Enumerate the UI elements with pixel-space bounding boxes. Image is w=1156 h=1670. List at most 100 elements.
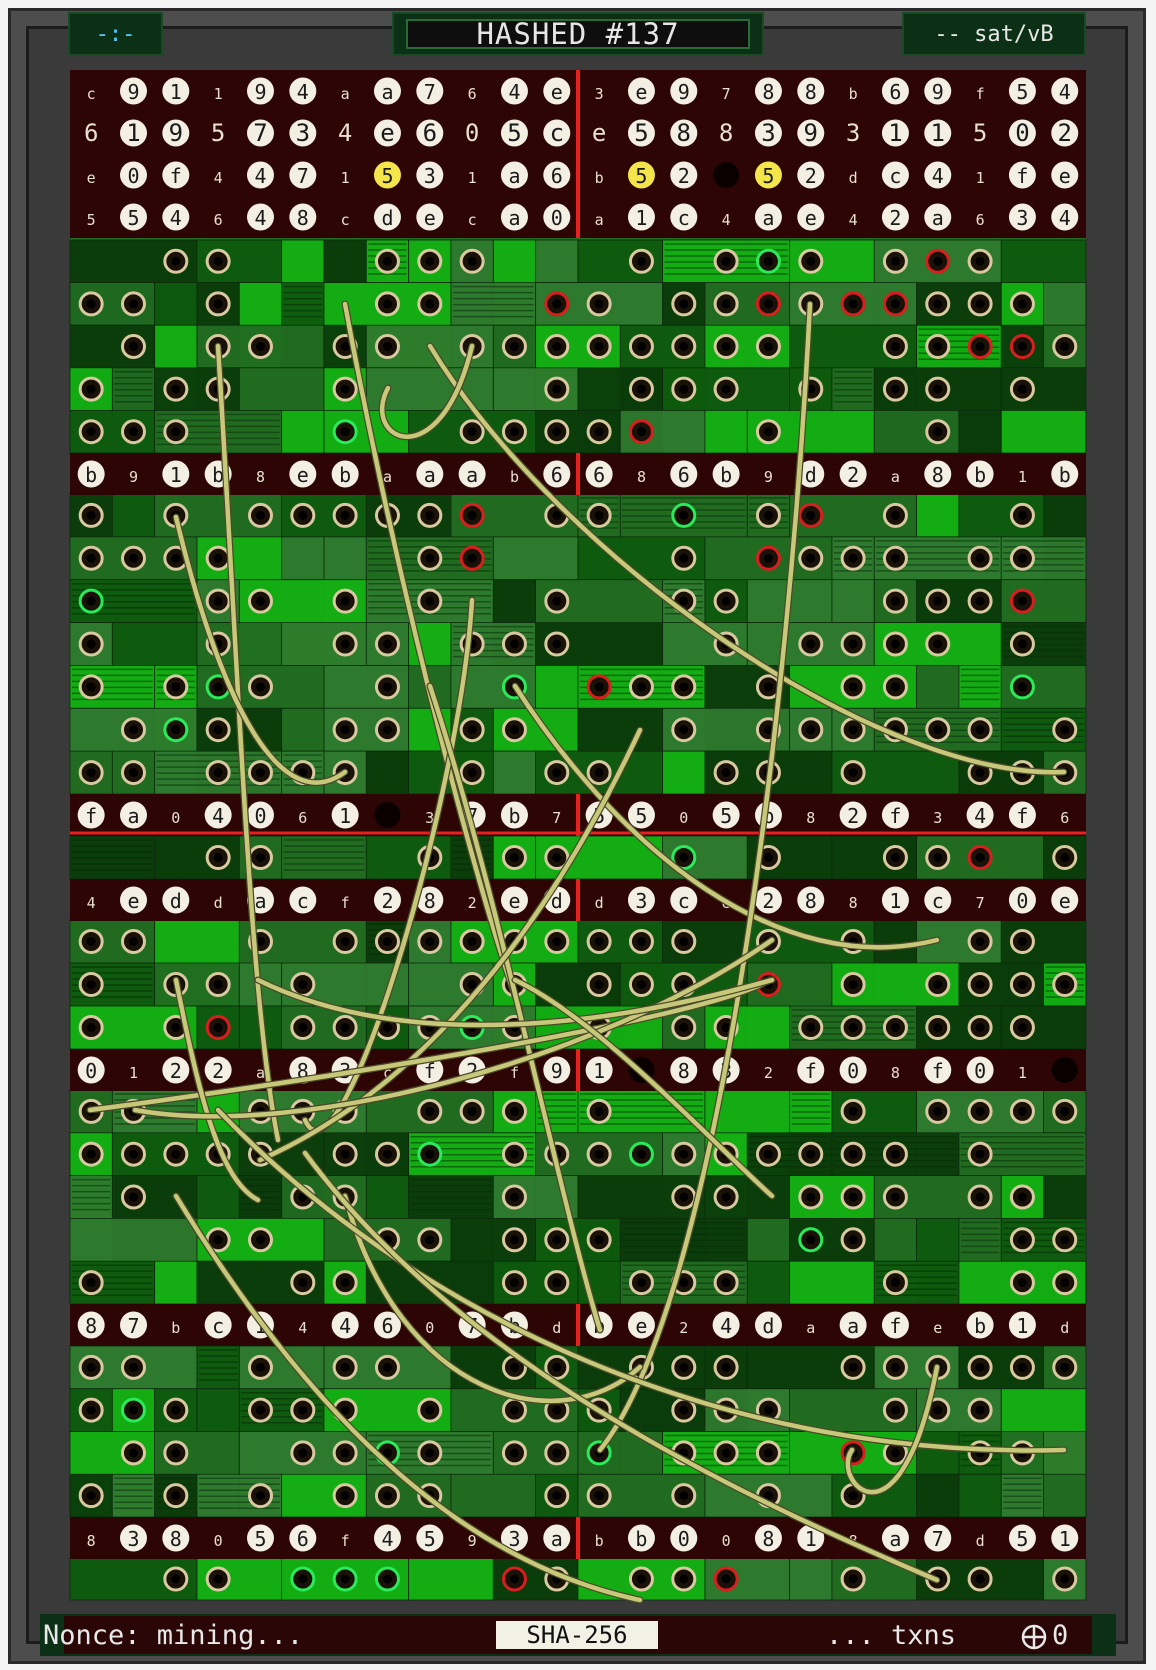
- patch-jack-hole: [86, 937, 96, 946]
- hex-token-badge: [966, 460, 994, 488]
- hex-digit: d: [849, 169, 858, 187]
- hex-digit: 1: [889, 889, 901, 913]
- patch-jack-hole: [509, 1574, 519, 1584]
- patch-jack-hole: [679, 596, 689, 606]
- hex-digit: 8: [849, 894, 858, 912]
- patch-jack-hole: [763, 1448, 773, 1458]
- hex-digit: 5: [1016, 1527, 1028, 1551]
- patch-jack-hole: [848, 639, 858, 649]
- patch-jack-hole: [763, 256, 773, 266]
- hex-digit: 6: [976, 211, 985, 229]
- hex-digit: 8: [805, 80, 817, 104]
- patch-jack-hole: [1017, 1362, 1027, 1372]
- patch-jack-hole: [594, 427, 604, 437]
- patch-jack-hole: [890, 1448, 900, 1458]
- patch-jack-hole: [1017, 1106, 1027, 1116]
- patch-jack-hole: [721, 1192, 731, 1202]
- hex-token-badge: [162, 119, 190, 147]
- hex-digit: 6: [551, 164, 563, 188]
- patch-jack-hole: [890, 553, 900, 563]
- hex-token-badge: [1008, 203, 1036, 231]
- patch-jack-hole: [890, 510, 900, 520]
- hex-token-badge: [543, 203, 571, 231]
- hex-token-badge: [1051, 203, 1079, 231]
- hex-digit: b: [720, 463, 732, 487]
- patch-jack-hole: [1060, 1235, 1070, 1245]
- patch-jack-hole: [933, 384, 943, 394]
- patch-jack-hole: [86, 639, 96, 649]
- hex-token-badge: [924, 460, 952, 488]
- hex-token-badge: [754, 119, 782, 147]
- patch-jack-hole: [382, 682, 392, 692]
- hex-token-badge: [162, 886, 190, 914]
- hex-digit: 1: [1016, 1314, 1028, 1338]
- module-tile: [662, 750, 706, 795]
- hex-token-badge: [881, 1311, 909, 1339]
- patch-cable: [255, 977, 775, 1028]
- hex-empty-dot: [1051, 1057, 1078, 1083]
- hex-digit: 4: [87, 894, 96, 912]
- hex-digit: e: [635, 80, 647, 104]
- hex-digit: e: [508, 889, 520, 913]
- patch-jack-hole: [594, 510, 604, 520]
- hex-token-badge: [543, 77, 571, 105]
- hex-token-badge: [162, 1056, 190, 1084]
- hex-digit: 0: [679, 809, 688, 827]
- hex-digit: 1: [635, 206, 647, 230]
- hex-digit: 3: [424, 164, 436, 188]
- hex-digit: a: [551, 1527, 563, 1551]
- hex-token-badge: [162, 161, 190, 189]
- hex-digit: f: [889, 804, 901, 828]
- patch-jack-hole: [86, 768, 96, 778]
- hex-digit: 3: [425, 809, 434, 827]
- hex-digit: c: [889, 164, 901, 188]
- hex-digit: 8: [637, 468, 646, 486]
- patch-jack-hole: [171, 553, 181, 563]
- patch-jack-hole: [1017, 1278, 1027, 1288]
- patch-cable: [302, 1150, 940, 1583]
- module-tile: [196, 1175, 240, 1219]
- patch-jack-hole: [1017, 1023, 1027, 1032]
- hex-digit: 9: [678, 80, 690, 104]
- hex-digit: 8: [678, 1059, 690, 1083]
- hex-digit: 3: [1016, 206, 1028, 230]
- hex-digit: 1: [1059, 1527, 1071, 1551]
- hex-token-badge: [797, 1524, 825, 1552]
- plus-count: 0: [1052, 1620, 1069, 1651]
- hex-digit: f: [805, 1059, 817, 1083]
- hex-digit: a: [891, 468, 900, 486]
- module-tile: [746, 1218, 791, 1262]
- patch-jack-hole: [1060, 1574, 1070, 1584]
- hex-token-badge: [712, 460, 740, 488]
- patch-jack-hole: [128, 937, 138, 946]
- patch-jack-hole: [340, 596, 350, 606]
- hex-token-badge: [627, 886, 655, 914]
- hex-digit: 4: [381, 1527, 393, 1551]
- hex-token-badge: [162, 203, 190, 231]
- hex-token-badge: [924, 1524, 952, 1552]
- hex-digit: 2: [679, 1319, 688, 1337]
- patch-jack-hole: [1060, 342, 1070, 351]
- hex-token-badge: [373, 119, 401, 147]
- hex-digit: 6: [423, 119, 437, 147]
- hex-digit: 8: [762, 80, 774, 104]
- patch-jack-hole: [679, 682, 689, 692]
- patch-jack-hole: [552, 596, 562, 606]
- hex-digit: 4: [1059, 206, 1071, 230]
- patch-jack-hole: [425, 256, 435, 266]
- patch-jack-hole: [340, 1491, 350, 1501]
- hex-digit: f: [976, 85, 985, 103]
- hex-token-badge: [627, 119, 655, 147]
- hex-digit: 2: [1058, 119, 1072, 147]
- patch-jack-hole: [975, 1574, 985, 1584]
- patch-jack-hole: [1017, 510, 1027, 520]
- hex-token-badge: [500, 119, 528, 147]
- hex-digit: 8: [805, 889, 817, 913]
- patch-jack-hole: [848, 682, 858, 692]
- hex-digit: 9: [804, 119, 818, 147]
- hex-token-badge: [246, 161, 274, 189]
- patch-jack-hole: [509, 1192, 519, 1202]
- patch-jack-hole: [213, 1574, 223, 1584]
- patch-cable: [215, 1107, 1067, 1453]
- hex-digit: b: [974, 1314, 986, 1338]
